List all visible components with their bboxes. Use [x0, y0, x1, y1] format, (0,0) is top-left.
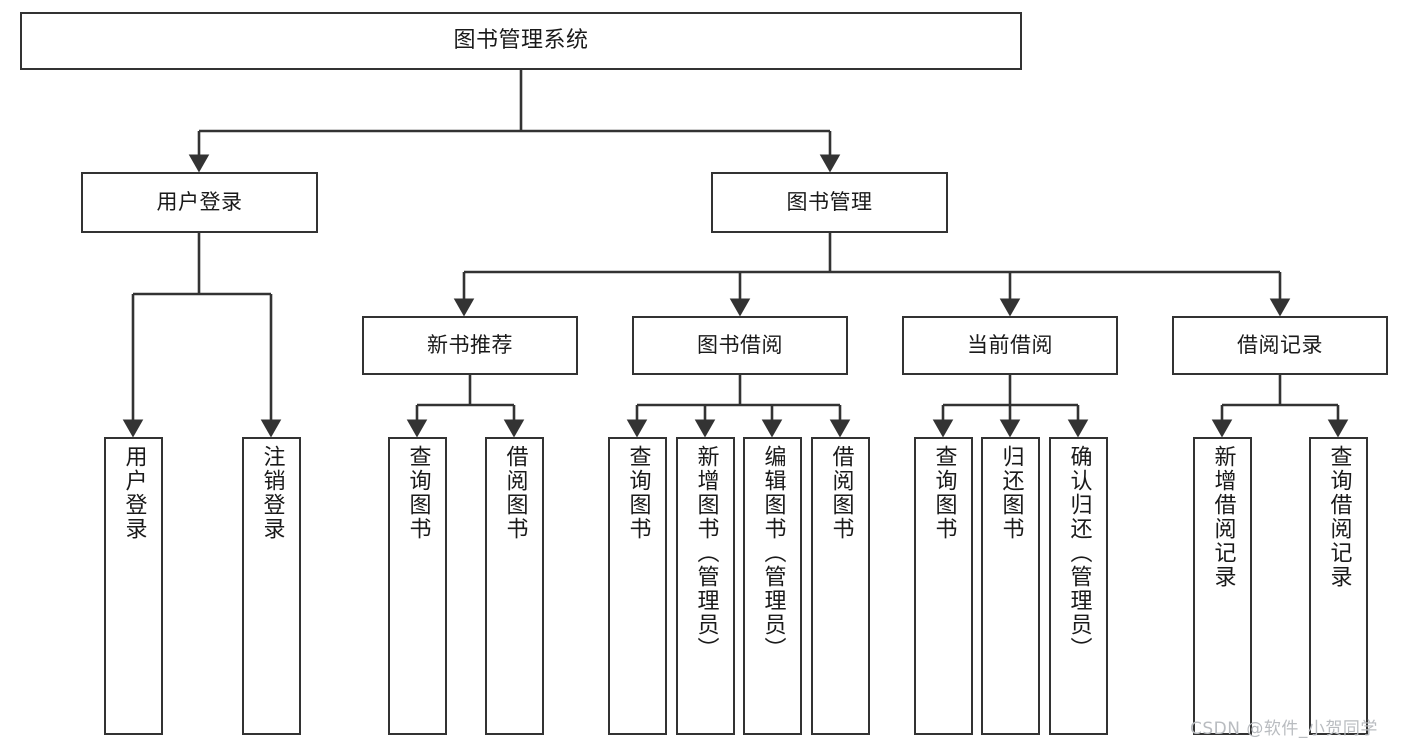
leaf-query-book-3[interactable]: 查询图书 — [914, 437, 973, 735]
node-label: 新增借阅记录 — [1210, 445, 1236, 589]
node-label: 用户登录 — [156, 190, 243, 215]
leaf-confirm-return[interactable]: 确认归还（管理员） — [1049, 437, 1108, 735]
node-label: 用户登录 — [121, 445, 147, 541]
leaf-query-borrow-record[interactable]: 查询借阅记录 — [1309, 437, 1368, 735]
node-label: 归还图书 — [998, 445, 1024, 541]
node-label: 借阅图书 — [502, 445, 528, 541]
leaf-add-book[interactable]: 新增图书（管理员） — [676, 437, 735, 735]
node-label: 查询图书 — [625, 445, 651, 541]
node-label: 借阅图书 — [828, 445, 854, 541]
node-label: 新书推荐 — [427, 333, 513, 358]
node-book-borrow[interactable]: 图书借阅 — [632, 316, 848, 375]
leaf-return-book[interactable]: 归还图书 — [981, 437, 1040, 735]
node-label: 借阅记录 — [1237, 333, 1323, 358]
node-label: 注销登录 — [259, 445, 285, 541]
leaf-logout[interactable]: 注销登录 — [242, 437, 301, 735]
node-label: 图书管理系统 — [453, 28, 589, 54]
node-label: 确认归还（管理员） — [1066, 445, 1092, 661]
node-label: 查询图书 — [931, 445, 957, 541]
node-root-system[interactable]: 图书管理系统 — [20, 12, 1022, 70]
node-book-manage[interactable]: 图书管理 — [711, 172, 948, 233]
leaf-query-book-1[interactable]: 查询图书 — [388, 437, 447, 735]
node-label: 编辑图书（管理员） — [760, 445, 786, 661]
node-label: 新增图书（管理员） — [693, 445, 719, 661]
node-user-login[interactable]: 用户登录 — [81, 172, 318, 233]
node-new-book-recommend[interactable]: 新书推荐 — [362, 316, 578, 375]
node-current-borrow[interactable]: 当前借阅 — [902, 316, 1118, 375]
node-label: 图书借阅 — [697, 333, 783, 358]
leaf-borrow-book-1[interactable]: 借阅图书 — [485, 437, 544, 735]
leaf-edit-book[interactable]: 编辑图书（管理员） — [743, 437, 802, 735]
node-label: 图书管理 — [786, 190, 873, 215]
leaf-add-borrow-record[interactable]: 新增借阅记录 — [1193, 437, 1252, 735]
node-label: 查询借阅记录 — [1326, 445, 1352, 589]
node-label: 查询图书 — [405, 445, 431, 541]
leaf-borrow-book-2[interactable]: 借阅图书 — [811, 437, 870, 735]
leaf-query-book-2[interactable]: 查询图书 — [608, 437, 667, 735]
node-borrow-record[interactable]: 借阅记录 — [1172, 316, 1388, 375]
csdn-watermark: CSDN @软件_小贺同学 — [1190, 719, 1378, 739]
leaf-user-login[interactable]: 用户登录 — [104, 437, 163, 735]
node-label: 当前借阅 — [967, 333, 1053, 358]
